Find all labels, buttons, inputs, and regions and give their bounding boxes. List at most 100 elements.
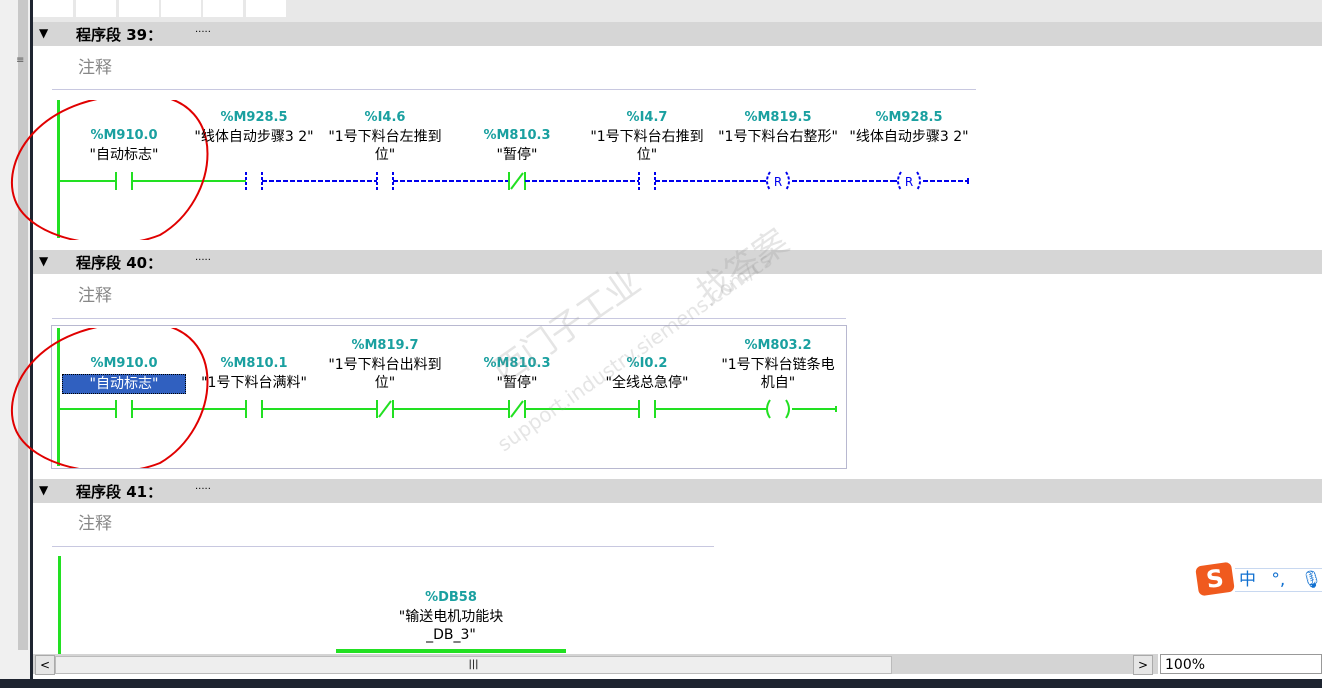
operand-symbol[interactable]: "1号下料台右推到位" xyxy=(590,129,704,163)
coil-label: R xyxy=(774,175,782,189)
zoom-field[interactable]: 100% xyxy=(1160,654,1322,674)
scroll-left-button[interactable]: < xyxy=(35,655,55,675)
operand-address[interactable]: %M928.5 xyxy=(875,110,943,125)
toolbar-button[interactable] xyxy=(246,0,286,17)
operand-symbol[interactable]: "自动标志" xyxy=(89,147,159,163)
operand-symbol-box: "1号下料台出料到位" xyxy=(323,356,447,392)
no-contact[interactable] xyxy=(638,400,656,418)
function-block[interactable] xyxy=(336,649,566,653)
reset-coil[interactable]: R xyxy=(895,171,921,191)
grip-icon[interactable]: ≡ xyxy=(16,55,25,66)
operand-symbol[interactable]: "1号下料台出料到位" xyxy=(328,357,442,391)
rung-network-40: %M910.0 "自动标志" %M810.1 "1号下料台满料" %M819.7 "1号下… xyxy=(0,328,1000,468)
power-rail xyxy=(57,100,60,238)
operand-symbol-box: "1号下料台满料" xyxy=(192,374,316,392)
network-comment[interactable]: 注释 xyxy=(78,58,112,78)
operand-address[interactable]: %M810.3 xyxy=(483,128,551,143)
operand-symbol-box: "自动标志" xyxy=(62,374,186,394)
operand-symbol[interactable]: "线体自动步骤3 2" xyxy=(194,129,314,145)
scroll-thumb[interactable]: ||| xyxy=(55,656,892,674)
operand-symbol[interactable]: "暂停" xyxy=(496,147,538,163)
operand-symbol-box: "1号下料台左推到位" xyxy=(323,128,447,164)
operand-address[interactable]: %M810.3 xyxy=(483,356,551,371)
nc-contact[interactable] xyxy=(508,172,526,190)
operand-address[interactable]: %M910.0 xyxy=(90,128,158,143)
ime-mode[interactable]: 中 xyxy=(1239,570,1256,590)
rung-network-39: R R %M910.0 "自动标志" %M928.5 "线体自动步骤3 2" %I4.6 "1… xyxy=(0,100,1000,240)
coil[interactable] xyxy=(764,399,790,419)
network-title: 程序段 41： xyxy=(76,483,163,501)
power-rail xyxy=(58,556,61,654)
operand-symbol-box: "1号下料台右推到位" xyxy=(585,128,709,164)
collapse-triangle-icon[interactable]: ▼ xyxy=(39,483,49,497)
toolbar-button[interactable] xyxy=(33,0,73,17)
operand-symbol[interactable]: "自动标志" xyxy=(62,374,186,394)
operand-address[interactable]: %M803.2 xyxy=(744,338,812,353)
separator xyxy=(52,318,846,319)
operand-symbol[interactable]: "全线总急停" xyxy=(605,375,689,391)
toolbar-button[interactable] xyxy=(203,0,243,17)
operand-symbol[interactable]: "暂停" xyxy=(496,375,538,391)
collapse-triangle-icon[interactable]: ▼ xyxy=(39,254,49,268)
operand-address[interactable]: %I0.2 xyxy=(626,356,668,371)
scroll-right-button[interactable]: > xyxy=(1133,655,1153,675)
operand-address[interactable]: %M819.7 xyxy=(351,338,419,353)
separator xyxy=(52,89,976,90)
network-description[interactable]: ..... xyxy=(195,481,211,492)
operand-symbol[interactable]: "1号下料台满料" xyxy=(201,375,307,391)
operand-symbol-box: "暂停" xyxy=(455,374,579,392)
left-panel-collapsed[interactable]: ≡ xyxy=(0,0,30,688)
rung-selection-frame xyxy=(51,325,847,469)
horizontal-scrollbar[interactable]: < ||| > xyxy=(33,654,1158,675)
operand-address[interactable]: %M810.1 xyxy=(220,356,288,371)
no-contact[interactable] xyxy=(376,172,394,190)
nc-contact[interactable] xyxy=(376,400,394,418)
network-title: 程序段 39： xyxy=(76,26,163,44)
operand-symbol-box: "线体自动步骤3 2" xyxy=(847,128,971,146)
block-symbol[interactable]: "输送电机功能块_DB_3" xyxy=(398,609,504,643)
toolbar-button[interactable] xyxy=(161,0,201,17)
divider xyxy=(30,0,33,688)
operand-symbol-box: "自动标志" xyxy=(62,146,186,164)
operand-symbol-box: "1号下料台右整形" xyxy=(716,128,840,146)
network-comment[interactable]: 注释 xyxy=(78,514,112,534)
network-39-header[interactable]: ▼ 程序段 39： ..... xyxy=(33,22,1322,46)
toolbar-button[interactable] xyxy=(76,0,116,17)
network-description[interactable]: ..... xyxy=(195,252,211,263)
operand-symbol[interactable]: "线体自动步骤3 2" xyxy=(849,129,969,145)
collapse-triangle-icon[interactable]: ▼ xyxy=(39,26,49,40)
network-title: 程序段 40： xyxy=(76,254,163,272)
toolbar-button[interactable] xyxy=(119,0,159,17)
sogou-logo-icon[interactable]: S xyxy=(1195,561,1235,597)
ime-punct[interactable]: °, xyxy=(1271,570,1286,590)
network-41-header[interactable]: ▼ 程序段 41： ..... xyxy=(33,479,1322,503)
no-contact[interactable] xyxy=(245,400,263,418)
no-contact[interactable] xyxy=(245,172,263,190)
operand-symbol[interactable]: "1号下料台右整形" xyxy=(718,129,838,145)
no-contact[interactable] xyxy=(115,400,133,418)
annotation-circle xyxy=(10,100,209,240)
operand-symbol-box: "1号下料台链条电机自" xyxy=(716,356,840,392)
coil-label: R xyxy=(905,175,913,189)
operand-address[interactable]: %M928.5 xyxy=(220,110,288,125)
operand-symbol-box: "线体自动步骤3 2" xyxy=(192,128,316,146)
reset-coil[interactable]: R xyxy=(764,171,790,191)
bottom-bar xyxy=(0,679,1322,688)
network-40-header[interactable]: ▼ 程序段 40： ..... xyxy=(33,250,1322,274)
operand-address[interactable]: %I4.6 xyxy=(364,110,406,125)
operand-symbol-box: "全线总急停" xyxy=(585,374,709,392)
operand-address[interactable]: %M910.0 xyxy=(90,356,158,371)
network-comment[interactable]: 注释 xyxy=(78,286,112,306)
operand-address[interactable]: %I4.7 xyxy=(626,110,668,125)
no-contact[interactable] xyxy=(115,172,133,190)
operand-symbol[interactable]: "1号下料台链条电机自" xyxy=(721,357,835,391)
network-description[interactable]: ..... xyxy=(195,24,211,35)
operand-address[interactable]: %M819.5 xyxy=(744,110,812,125)
mic-icon[interactable]: 🎙 xyxy=(1300,570,1322,590)
annotation-circle xyxy=(10,328,209,468)
ime-toolbar[interactable]: S 中 °, 🎙 xyxy=(1195,561,1322,597)
toolbar xyxy=(33,0,1322,22)
no-contact[interactable] xyxy=(638,172,656,190)
power-rail xyxy=(57,328,60,466)
operand-symbol[interactable]: "1号下料台左推到位" xyxy=(328,129,442,163)
